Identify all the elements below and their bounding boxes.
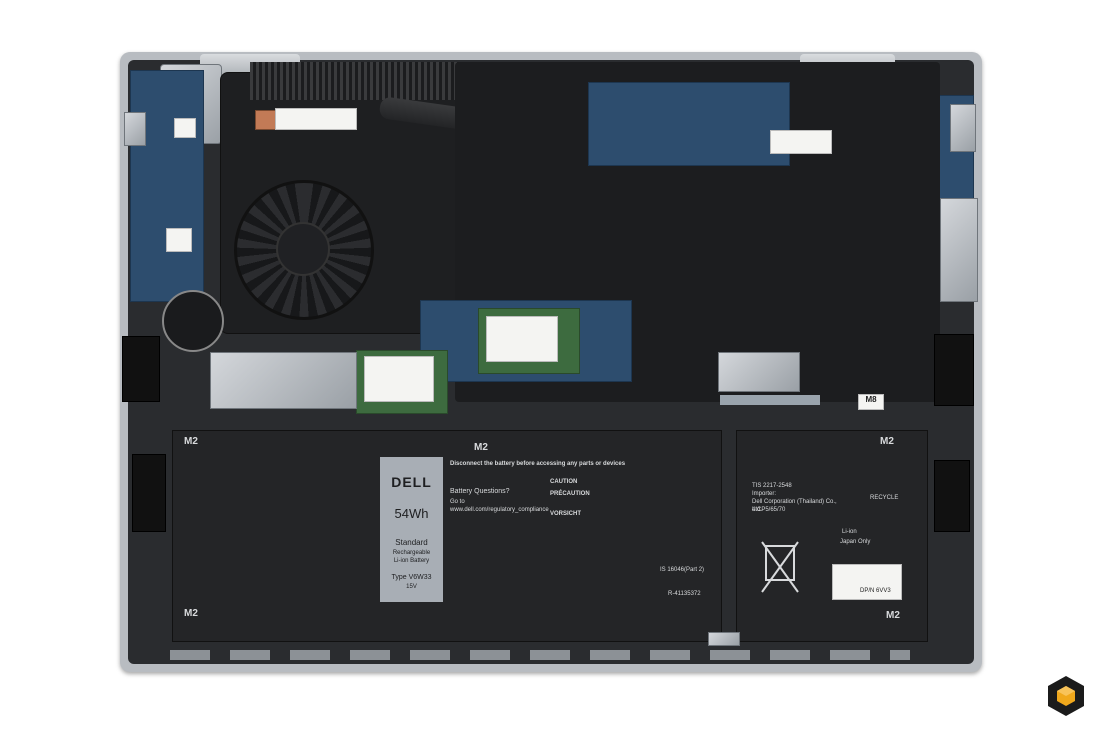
motherboard-strip — [588, 82, 790, 166]
m2-mark-bottom-right: M2 — [886, 610, 900, 621]
battery-importer: Importer: — [752, 491, 777, 497]
m8-label: M8 — [858, 394, 884, 410]
io-board-left — [130, 70, 204, 302]
ribbon-cable — [720, 395, 820, 405]
battery-is-code: IS 16046(Part 2) — [660, 567, 705, 573]
m2-mark-top-left: M2 — [184, 436, 198, 447]
battery-li-ion: Li-ion — [842, 529, 857, 535]
wifi-label — [486, 316, 558, 362]
battery-pack-secondary — [736, 430, 928, 642]
battery-standard: Standard — [395, 538, 428, 547]
fan-hub — [276, 222, 330, 276]
usb-port-left — [124, 112, 146, 146]
battery-r-code: R-41135372 — [668, 591, 701, 597]
battery-japan-only: Japan Only — [840, 539, 871, 545]
battery-warning: Disconnect the battery before accessing … — [450, 461, 626, 467]
speaker-left-top — [122, 336, 160, 402]
battery-questions-title: Battery Questions? — [450, 488, 510, 495]
m2-mark-top-center: M2 — [474, 442, 488, 453]
heatsink-fins — [250, 62, 476, 100]
ssd-shield — [210, 352, 357, 409]
speaker-right-top — [934, 334, 974, 406]
dell-logo: DELL — [391, 474, 432, 490]
qr-sticker-left-2 — [166, 228, 192, 252]
qr-sticker-left — [174, 118, 196, 138]
speaker-right-bottom — [934, 460, 970, 532]
battery-dpn: DP/N 6VV3 — [860, 588, 891, 594]
battery-voltage: 15V — [406, 584, 417, 590]
battery-label-panel — [380, 457, 443, 602]
battery-questions-url: Go to www.dell.com/regulatory_compliance — [450, 499, 549, 513]
cmos-battery — [162, 290, 224, 352]
battery-importer-name: Dell Corporation (Thailand) Co., Ltd. — [752, 499, 837, 513]
battery-pack-main — [172, 430, 722, 642]
usb-port-right — [950, 104, 976, 152]
battery-qr-label — [832, 564, 902, 600]
recycle-bin-icon — [761, 541, 799, 593]
battery-capacity: 54Wh — [394, 506, 429, 521]
battery-cell-code: 4ICP5/65/70 — [752, 507, 786, 513]
motherboard-sticker — [770, 130, 832, 154]
m2-mark-bottom-left: M2 — [184, 608, 198, 619]
speaker-left-bottom — [132, 454, 166, 532]
fan-sticker — [275, 108, 357, 130]
battery-caution: CAUTION — [550, 479, 578, 485]
battery-precaution: PRÉCAUTION — [550, 491, 590, 497]
battery-tis-code: TIS 2217-2548 — [752, 483, 792, 489]
battery-model: Type V6W33 — [391, 574, 432, 581]
bracket-right — [940, 198, 978, 302]
battery-type-line2: Li-ion Battery — [393, 558, 430, 564]
battery-vorsicht: VORSICHT — [550, 511, 582, 517]
ssd-label — [364, 356, 434, 402]
site-logo-icon — [1048, 676, 1084, 716]
bottom-edge-vents — [170, 650, 910, 660]
display-connector — [718, 352, 800, 392]
battery-type-line1: Rechargeable — [392, 550, 431, 556]
battery-recycle: RECYCLE — [870, 495, 899, 501]
m2-mark-top-right: M2 — [880, 436, 894, 447]
battery-connector — [708, 632, 740, 646]
